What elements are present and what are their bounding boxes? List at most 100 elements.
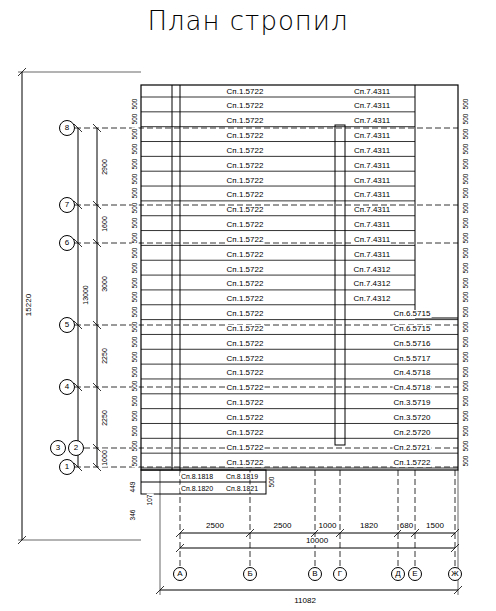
rafter-mark: Сп.2.5721 xyxy=(393,444,432,452)
axis-bubble: 3 xyxy=(50,440,66,456)
dimension-chain: 500 xyxy=(132,321,139,334)
axis-mark: Е xyxy=(412,570,417,578)
drawing-line xyxy=(141,334,458,335)
dimension-chain: 500 xyxy=(132,380,139,393)
rafter-mark: Сп.7.4311 xyxy=(353,162,391,170)
rafter-mark: Сп.1.5722 xyxy=(226,206,265,214)
axis-bubble: 5 xyxy=(59,317,75,333)
drawing-line xyxy=(141,200,415,201)
rafter-mark: Сп.7.4311 xyxy=(353,88,391,96)
drawing-line xyxy=(93,239,101,247)
drawing-line xyxy=(141,171,415,172)
axis-bubble: Ж xyxy=(448,567,462,581)
dimension: 2250 xyxy=(101,347,108,365)
axis-mark: 8 xyxy=(65,124,69,132)
drawing-line xyxy=(315,470,316,566)
rafter-mark: Сп.7.4311 xyxy=(353,177,391,185)
drawing-line xyxy=(141,289,415,290)
dimension-chain: 500 xyxy=(463,261,470,274)
dimension-chain: 500 xyxy=(463,306,470,319)
dimension-chain: 500 xyxy=(132,143,139,156)
rafter-mark: Сп.1.5722 xyxy=(226,369,265,377)
drawing-line xyxy=(141,349,458,350)
drawing-line xyxy=(141,156,415,157)
axis-mark: 3 xyxy=(56,444,60,452)
axis-mark: Д xyxy=(395,570,400,578)
drawing-line xyxy=(141,453,458,454)
drawing-line xyxy=(451,544,459,552)
rafter-mark: Сп.7.4311 xyxy=(353,102,391,110)
dimension: 2500 xyxy=(273,522,293,530)
rafter-mark: Сп.1.5722 xyxy=(226,191,265,199)
dimension: 15220 xyxy=(25,293,33,317)
rafter-mark: Сп.1.5722 xyxy=(226,310,265,318)
axis-bubble: 2 xyxy=(68,440,84,456)
rafter-mark: Сп.7.4311 xyxy=(353,132,391,140)
drawing-line xyxy=(246,529,254,537)
dimension-chain: 500 xyxy=(463,98,470,111)
drawing-line xyxy=(141,97,415,98)
rafter-mark: Сп.1.5722 xyxy=(226,444,265,452)
drawing-line xyxy=(411,529,419,537)
dimension-chain: 500 xyxy=(132,454,139,467)
drawing-line xyxy=(18,536,26,544)
rafter-mark: Сп.7.4312 xyxy=(353,280,392,288)
drawing-line xyxy=(74,321,82,329)
dimension: 3000 xyxy=(101,275,108,293)
dimension-chain: 500 xyxy=(132,232,139,245)
drawing-line xyxy=(74,201,82,209)
rafter-mark: Сп.1.5722 xyxy=(226,251,265,259)
rafter-mark: Сп.7.4311 xyxy=(353,206,391,214)
drawing-line xyxy=(141,260,415,261)
drawing-line xyxy=(74,124,82,132)
drawing-line xyxy=(340,470,341,566)
dimension: 11082 xyxy=(293,597,317,605)
rafter-mark: Сп.7.4311 xyxy=(353,117,391,125)
dimension-chain: 500 xyxy=(132,439,139,452)
rafter-mark: Сп.6.5715 xyxy=(393,310,432,318)
axis-bubble: 4 xyxy=(59,379,75,395)
rafter-mark: Сп.7.4312 xyxy=(353,266,392,274)
rafter-mark: Сп.1.5722 xyxy=(226,280,265,288)
drawing-line xyxy=(141,319,458,320)
rafter-mark: Сп.7.4311 xyxy=(353,221,391,229)
drawing-line xyxy=(141,468,458,469)
drawing-line xyxy=(394,529,402,537)
rafter-mark: Сп.1.5722 xyxy=(226,88,265,96)
dimension-chain: 500 xyxy=(463,439,470,452)
axis-mark: В xyxy=(312,570,317,578)
dimension-chain: 500 xyxy=(132,187,139,200)
dimension-chain: 500 xyxy=(132,172,139,185)
dimension-chain: 500 xyxy=(132,410,139,423)
axis-mark: Г xyxy=(338,570,342,578)
drawing-line xyxy=(74,383,82,391)
drawing-line xyxy=(141,186,415,187)
drawing-line xyxy=(141,378,458,379)
dimension-chain: 500 xyxy=(132,202,139,215)
axis-mark: 7 xyxy=(65,201,69,209)
axis-mark: 4 xyxy=(65,383,69,391)
dimension-chain: 500 xyxy=(463,335,470,348)
drawing-line xyxy=(141,126,415,127)
dimension: 1600 xyxy=(101,215,108,233)
dimension-chain: 500 xyxy=(463,246,470,259)
rafter-mark: Сп.8.1820 xyxy=(180,485,214,492)
rafter-mark: Сп.1.5722 xyxy=(226,132,265,140)
drawing-line xyxy=(74,463,82,471)
rafter-mark: Сп.1.5722 xyxy=(226,117,265,125)
dimension-chain: 500 xyxy=(132,350,139,363)
dimension: 2500 xyxy=(205,522,225,530)
dimension-chain: 500 xyxy=(463,217,470,230)
dimension: 500 xyxy=(269,476,276,489)
axis-bubble: Б xyxy=(243,567,257,581)
drawing-line xyxy=(451,529,459,537)
dimension-chain: 500 xyxy=(463,395,470,408)
axis-bubble: А xyxy=(173,567,187,581)
drawing-line xyxy=(74,239,82,247)
rafter-mark: Сп.8.1818 xyxy=(180,473,214,480)
drawing-line xyxy=(18,68,26,76)
dimension-chain: 500 xyxy=(463,380,470,393)
drawing-line xyxy=(93,124,101,132)
dimension-chain: 500 xyxy=(132,128,139,141)
